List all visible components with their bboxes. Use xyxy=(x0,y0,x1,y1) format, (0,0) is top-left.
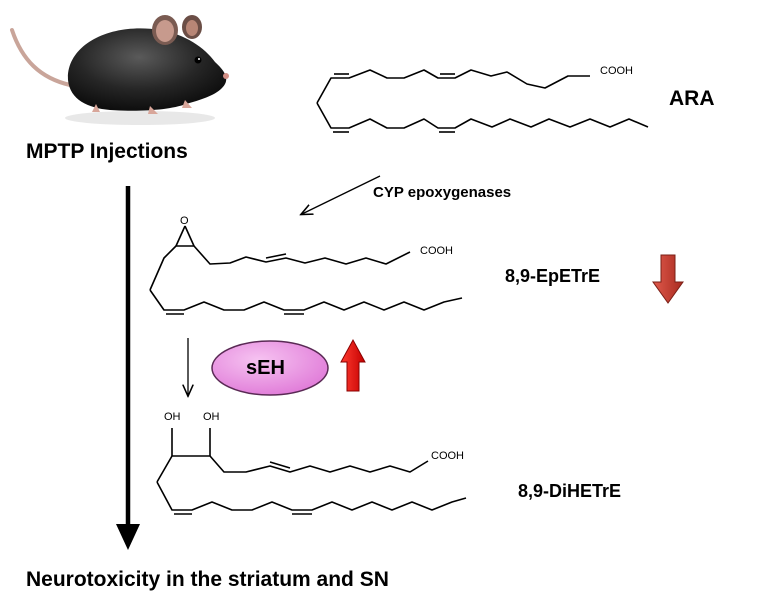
mouse-illustration xyxy=(10,15,229,125)
outcome-label: Neurotoxicity in the striatum and SN xyxy=(26,568,389,591)
dihetre-structure xyxy=(156,428,467,515)
hydroxyl-label-2: OH xyxy=(203,411,220,423)
main-flow-arrow xyxy=(116,186,140,550)
epetre-name: 8,9-EpETrE xyxy=(505,266,601,286)
seh-enzyme-badge xyxy=(211,340,329,396)
cyp-arrow xyxy=(302,175,381,214)
ara-name: ARA xyxy=(669,87,715,110)
seh-label: sEH xyxy=(246,357,285,379)
down-arrow-icon xyxy=(652,254,684,304)
treatment-label: MPTP Injections xyxy=(26,140,188,163)
epetre-cooh-label: COOH xyxy=(420,245,453,257)
ara-cooh-label: COOH xyxy=(600,65,633,77)
cyp-enzyme-label: CYP epoxygenases xyxy=(373,184,512,201)
hydroxyl-label-1: OH xyxy=(164,411,181,423)
epetre-structure xyxy=(149,225,463,315)
dihetre-name: 8,9-DiHETrE xyxy=(518,481,622,501)
dihetre-cooh-label: COOH xyxy=(431,450,464,462)
up-arrow-icon xyxy=(340,338,366,392)
ara-structure xyxy=(316,69,649,133)
epoxide-oxygen-label: O xyxy=(180,215,189,227)
